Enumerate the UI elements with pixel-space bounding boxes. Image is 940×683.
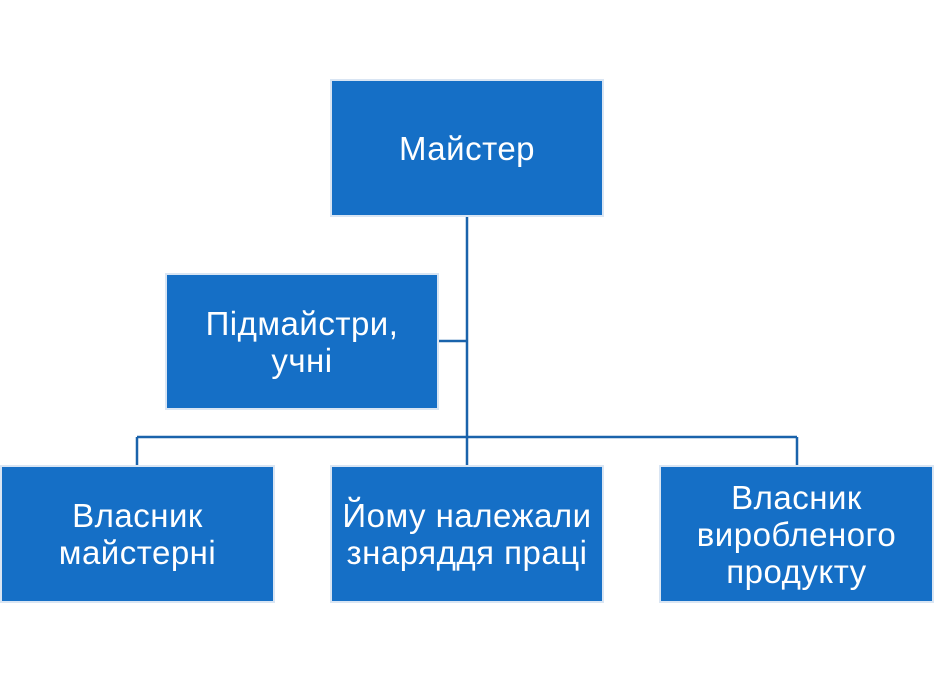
assistant-node-label: Підмайстри, учні xyxy=(205,304,399,379)
root-node-label: Майстер xyxy=(398,129,536,167)
child-node-workshop-owner: Власник майстерні xyxy=(0,465,275,603)
child-node-label-2: Йому належали знаряддя праці xyxy=(342,497,592,571)
child-node-label-3: Власник виробленого продукту xyxy=(696,478,897,590)
child-node-label-1: Власник майстерні xyxy=(58,497,217,571)
child-node-product-owner: Власник виробленого продукту xyxy=(659,465,934,603)
assistant-node-apprentices: Підмайстри, учні xyxy=(165,273,439,410)
child-node-tools-owner: Йому належали знаряддя праці xyxy=(330,465,604,603)
root-node-master: Майстер xyxy=(330,79,604,217)
